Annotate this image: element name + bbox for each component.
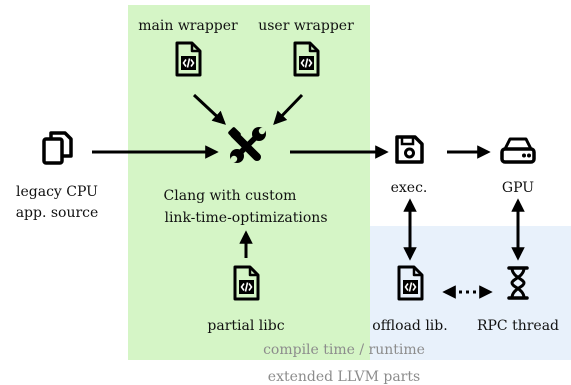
tools-icon: [228, 127, 266, 163]
exec-label: exec.: [391, 180, 428, 196]
arrows: [92, 93, 525, 299]
gpu-drive-icon: [500, 137, 536, 164]
legacy-source-label-line2: app. source: [16, 205, 99, 221]
code-file-icon: [233, 265, 260, 301]
legacy-source-label-line1: legacy CPU: [16, 184, 98, 200]
partial-libc-label: partial libc: [207, 318, 284, 334]
code-file-icon: [293, 41, 320, 77]
arrow-main-wrapper-to-clang: [192, 93, 226, 125]
hourglass-icon: [507, 266, 529, 300]
copy-files-icon: [42, 131, 73, 165]
floppy-disk-icon: [395, 135, 424, 164]
clang-label-line1: Clang with custom: [164, 188, 297, 204]
user-wrapper-label: user wrapper: [258, 18, 354, 34]
clang-label-line2: link-time-optimizations: [164, 210, 327, 226]
compile-runtime-label: compile time / runtime: [263, 342, 425, 358]
code-file-icon: [397, 265, 424, 301]
code-file-icon: [175, 41, 202, 77]
gpu-label: GPU: [502, 180, 534, 196]
main-wrapper-label: main wrapper: [138, 18, 238, 34]
offload-lib-label: offload lib.: [372, 318, 447, 334]
rpc-thread-label: RPC thread: [477, 318, 559, 334]
compile-time-region: [128, 5, 370, 360]
arrow-user-wrapper-to-clang: [273, 93, 304, 125]
extended-llvm-label: extended LLVM parts: [268, 369, 420, 385]
